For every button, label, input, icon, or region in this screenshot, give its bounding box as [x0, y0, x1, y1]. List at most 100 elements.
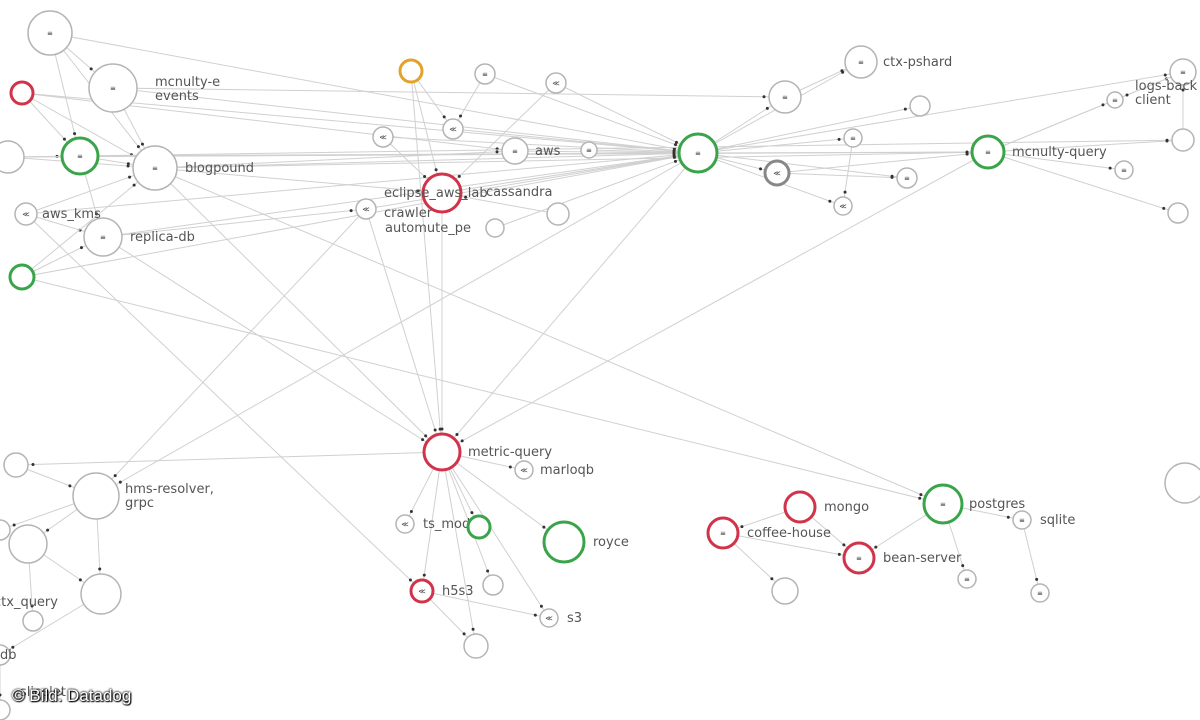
node-ring[interactable] — [542, 520, 586, 564]
node-ring[interactable] — [466, 514, 492, 540]
node-ring[interactable] — [421, 172, 463, 214]
service-node-n-e4[interactable] — [22, 610, 44, 632]
node-ring[interactable] — [442, 118, 464, 140]
node-ring[interactable] — [539, 608, 559, 628]
service-node-db[interactable]: db — [0, 644, 17, 666]
service-node-n-green-left[interactable]: ≡ — [60, 136, 100, 176]
node-ring[interactable] — [8, 524, 48, 564]
node-ring[interactable] — [0, 140, 25, 174]
node-ring[interactable] — [842, 541, 876, 575]
service-node-royce[interactable]: royce — [542, 520, 629, 564]
service-node-aws[interactable]: ≡aws — [501, 137, 561, 165]
service-node-n-b5[interactable]: ≡ — [896, 167, 918, 189]
service-node-n-a6[interactable] — [546, 202, 570, 226]
node-ring[interactable] — [957, 569, 977, 589]
node-ring[interactable] — [1114, 160, 1134, 180]
node-ring[interactable] — [22, 610, 44, 632]
node-ring[interactable] — [422, 432, 462, 472]
service-node-n-c3[interactable]: ≡ — [1114, 160, 1134, 180]
node-ring[interactable] — [844, 45, 878, 79]
service-node-metric-query[interactable]: metric-query — [422, 432, 552, 472]
service-node-hms-resolver-grpc[interactable]: hms-resolver,grpc — [72, 472, 214, 520]
service-node-cassandra[interactable]: cassandra — [486, 185, 552, 200]
node-ring[interactable] — [14, 202, 38, 226]
service-node-n-d2[interactable] — [463, 633, 489, 659]
node-ring[interactable] — [843, 128, 863, 148]
node-ring[interactable] — [763, 159, 791, 187]
node-ring[interactable] — [514, 460, 534, 480]
node-ring[interactable] — [1030, 583, 1050, 603]
service-node-n-f3[interactable]: ≡ — [1030, 583, 1050, 603]
node-ring[interactable] — [771, 577, 799, 605]
service-node-n-b1[interactable]: ≡ — [768, 80, 802, 114]
node-ring[interactable] — [580, 141, 598, 159]
service-node-mcnulty-query[interactable]: ≡mcnulty-query — [970, 134, 1107, 170]
service-node-n-e2[interactable] — [0, 519, 11, 541]
node-ring[interactable] — [1012, 510, 1032, 530]
node-ring[interactable] — [0, 644, 11, 666]
node-ring[interactable] — [545, 72, 567, 94]
node-ring[interactable] — [132, 145, 178, 191]
node-ring[interactable] — [398, 58, 424, 84]
node-ring[interactable] — [485, 218, 505, 238]
service-node-postgres[interactable]: ≡postgres — [922, 483, 1025, 525]
service-node-n-green-lower-left[interactable] — [8, 263, 36, 291]
node-ring[interactable] — [1164, 462, 1200, 504]
node-ring[interactable] — [474, 63, 496, 85]
service-node-n-left-mid[interactable] — [0, 140, 25, 174]
service-node-n-b3[interactable]: ≡ — [843, 128, 863, 148]
node-ring[interactable] — [1169, 58, 1197, 86]
node-ring[interactable] — [546, 202, 570, 226]
node-ring[interactable] — [9, 80, 35, 106]
node-ring[interactable] — [768, 80, 802, 114]
node-ring[interactable] — [1106, 91, 1124, 109]
service-node-sqlite[interactable]: ≡sqlite — [1012, 510, 1075, 530]
service-node-n-c1[interactable]: ≡ — [1106, 91, 1124, 109]
service-node-n-top-left[interactable]: ≡ — [27, 10, 73, 56]
service-node-blogpound[interactable]: ≡blogpound — [132, 145, 254, 191]
node-ring[interactable] — [372, 126, 394, 148]
service-node-n-c2[interactable] — [1171, 128, 1195, 152]
node-ring[interactable] — [3, 452, 29, 478]
node-ring[interactable] — [355, 198, 377, 220]
node-ring[interactable] — [909, 95, 931, 117]
service-node-mongo[interactable]: mongo — [783, 490, 869, 524]
service-node-mcnulty-events-red[interactable] — [9, 80, 35, 106]
node-ring[interactable] — [896, 167, 918, 189]
service-node-marloqb[interactable]: ≪marloqb — [514, 460, 594, 480]
service-node-n-e3[interactable] — [8, 524, 48, 564]
service-node-n-e1[interactable] — [3, 452, 29, 478]
service-node-n-hub[interactable]: ≡ — [677, 132, 719, 174]
service-node-n-right-big[interactable] — [1164, 462, 1200, 504]
service-node-n-f2[interactable]: ≡ — [957, 569, 977, 589]
service-node-crawler[interactable]: ≪crawler — [355, 198, 433, 221]
node-ring[interactable] — [783, 490, 817, 524]
service-node-slicelet[interactable]: slicelet — [0, 685, 66, 720]
service-node-ctx-query[interactable]: ctx_query — [0, 573, 122, 615]
service-node-ctx-pshard[interactable]: ≡ctx-pshard — [844, 45, 952, 79]
node-ring[interactable] — [88, 63, 138, 113]
node-ring[interactable] — [970, 134, 1006, 170]
node-ring[interactable] — [677, 132, 719, 174]
service-node-n-f1[interactable] — [771, 577, 799, 605]
service-node-n-a2[interactable]: ≪ — [545, 72, 567, 94]
service-node-n-b6[interactable]: ≪ — [833, 196, 853, 216]
service-node-n-a5[interactable]: ≡ — [580, 141, 598, 159]
service-node-replica-db[interactable]: ≡replica-db — [83, 217, 195, 257]
service-node-h5s3[interactable]: ≪h5s3 — [409, 578, 474, 604]
node-ring[interactable] — [395, 514, 415, 534]
service-node-aws-kms[interactable]: ≪aws_kms — [14, 202, 101, 226]
node-ring[interactable] — [1167, 202, 1189, 224]
service-node-n-a3[interactable]: ≪ — [442, 118, 464, 140]
node-ring[interactable] — [27, 10, 73, 56]
node-ring[interactable] — [482, 574, 504, 596]
node-ring[interactable] — [8, 263, 36, 291]
service-node-bean-server[interactable]: ≡bean-server — [842, 541, 962, 575]
node-ring[interactable] — [409, 578, 435, 604]
service-node-n-ts-green[interactable] — [466, 514, 492, 540]
node-ring[interactable] — [833, 196, 853, 216]
service-node-s3[interactable]: ≪s3 — [539, 608, 582, 628]
service-node-n-orange[interactable] — [398, 58, 424, 84]
